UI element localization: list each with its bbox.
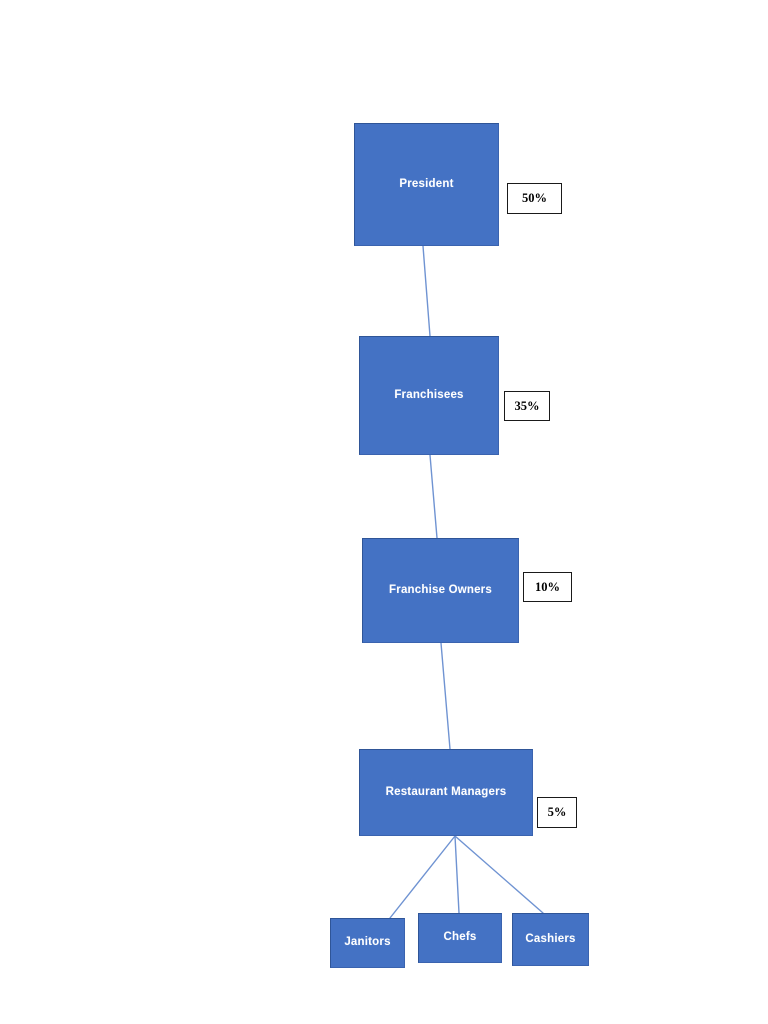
connector-president-franchisees: [422, 245, 431, 337]
percentage-callout-president[interactable]: 50%: [507, 183, 562, 214]
org-node-label: Cashiers: [525, 932, 576, 945]
connector-restaurant-managers-cashiers: [454, 835, 544, 914]
org-node-label: Janitors: [344, 936, 391, 949]
connector-restaurant-managers-chefs: [454, 835, 460, 914]
org-node-janitors[interactable]: Janitors: [330, 918, 405, 968]
percentage-callout-franchise-owners[interactable]: 10%: [523, 572, 572, 602]
connector-franchise-owners-restaurant-managers: [440, 642, 451, 750]
org-node-chefs[interactable]: Chefs: [418, 913, 502, 963]
percentage-callout-franchisees[interactable]: 35%: [504, 391, 550, 421]
org-node-restaurant-managers[interactable]: Restaurant Managers: [359, 749, 533, 836]
percentage-callout-label: 35%: [514, 398, 540, 413]
org-node-president[interactable]: President: [354, 123, 499, 246]
percentage-callout-label: 50%: [522, 191, 547, 206]
org-node-cashiers[interactable]: Cashiers: [512, 913, 589, 966]
org-node-label: Franchise Owners: [389, 583, 492, 596]
org-node-label: Restaurant Managers: [385, 785, 507, 798]
percentage-callout-label: 10%: [535, 579, 560, 594]
org-node-franchise-owners[interactable]: Franchise Owners: [362, 538, 519, 643]
org-node-franchisees[interactable]: Franchisees: [359, 336, 499, 455]
org-node-label: Chefs: [443, 931, 477, 944]
connector-restaurant-managers-janitors: [389, 835, 456, 919]
org-node-label: President: [399, 177, 454, 190]
org-node-label: Franchisees: [394, 388, 464, 401]
percentage-callout-label: 5%: [547, 805, 567, 820]
percentage-callout-restaurant-managers[interactable]: 5%: [537, 797, 577, 828]
connector-franchisees-franchise-owners: [429, 454, 438, 539]
